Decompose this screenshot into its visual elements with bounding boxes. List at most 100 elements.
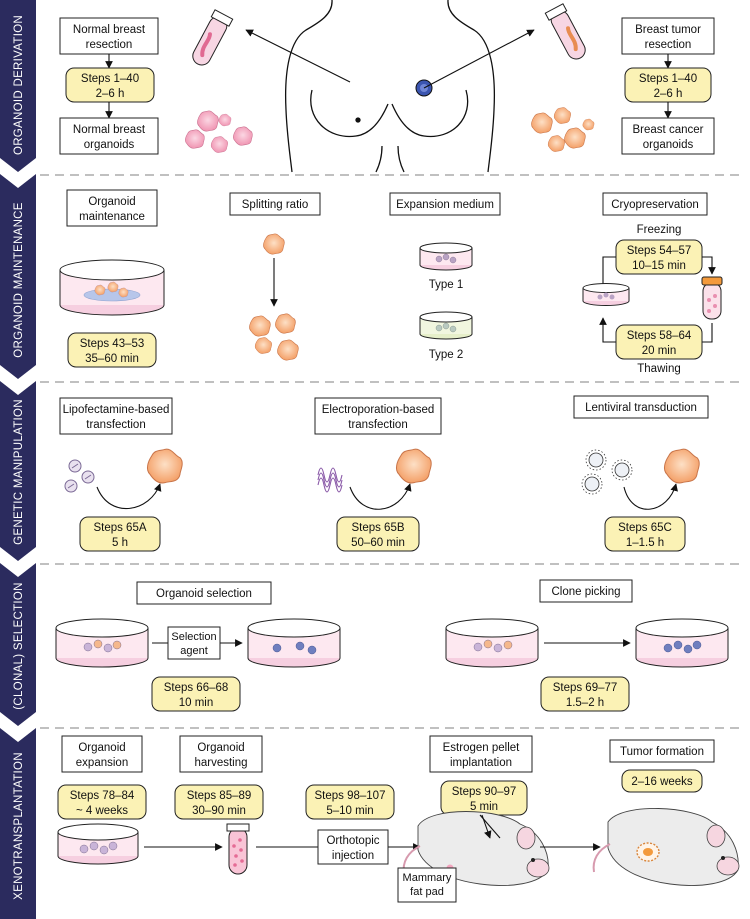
electro-label-1: Electroporation-based	[322, 404, 435, 416]
mammary-label-1: Mammary	[403, 872, 452, 884]
lenti-label: Lentiviral transduction	[585, 402, 697, 414]
freezing-steps-2: 10–15 min	[632, 260, 686, 272]
clone-steps-2: 1.5–2 h	[566, 697, 604, 709]
lipid-particles-icon	[64, 459, 95, 493]
tumor-resection-label-1: Breast tumor	[635, 24, 701, 36]
mouse-injection-icon	[402, 811, 550, 886]
lipo-label-1: Lipofectamine-based	[63, 404, 170, 416]
section-title-derivation: ORGANOID DERIVATION	[13, 15, 25, 155]
expansion-steps-2: ~ 4 weeks	[76, 805, 128, 817]
clone-picking-label: Clone picking	[551, 586, 620, 598]
lipo-steps-1: Steps 65A	[93, 522, 146, 534]
mammary-label-2: fat pad	[410, 886, 444, 898]
harvesting-label-1: Organoid	[197, 742, 244, 754]
estrogen-label-2: implantation	[450, 757, 512, 769]
electro-steps-1: Steps 65B	[351, 522, 404, 534]
expansion-dish-icon	[57, 823, 139, 865]
estrogen-steps-1: Steps 90–97	[452, 786, 517, 798]
cancer-organoids-label-2: organoids	[643, 139, 694, 151]
lipo-label-2: transfection	[86, 419, 145, 431]
normal-resection-label-2: resection	[86, 39, 133, 51]
expansion-steps-1: Steps 78–84	[70, 790, 135, 802]
derivation-section: Normal breast resection Steps 1–40 2–6 h…	[59, 0, 715, 173]
normal-organoids-label-2: organoids	[84, 139, 135, 151]
tumor-formation-label: Tumor formation	[620, 746, 704, 758]
tumor-steps-2: 2–6 h	[654, 88, 683, 100]
tumor-weeks-label: 2–16 weeks	[631, 776, 693, 788]
section-title-xeno: XENOTRANSPLANTATION	[13, 752, 25, 900]
genetic-section: Lipofectamine-based transfection Steps 6…	[59, 395, 709, 552]
selection-dish-before-icon	[55, 618, 149, 668]
type2-label: Type 2	[429, 349, 464, 361]
section-title-selection: (CLONAL) SELECTION	[13, 582, 25, 709]
section-title-maintenance: ORGANOID MAINTENANCE	[13, 202, 25, 358]
electro-label-2: transfection	[348, 419, 407, 431]
estrogen-label-1: Estrogen pellet	[443, 742, 521, 754]
thawing-steps-1: Steps 58–64	[627, 330, 692, 342]
electro-steps-2: 50–60 min	[351, 537, 405, 549]
thawing-label: Thawing	[637, 363, 680, 375]
maint-steps-2: 35–60 min	[85, 353, 139, 365]
selection-steps-2: 10 min	[179, 697, 214, 709]
tumor-steps-1: Steps 1–40	[639, 73, 697, 85]
orthotopic-label-1: Orthotopic	[326, 835, 379, 847]
cryovial-icon	[701, 276, 723, 320]
culture-dish-icon	[59, 259, 165, 316]
normal-steps-1: Steps 1–40	[81, 73, 139, 85]
organoid-maintenance-label-2: maintenance	[79, 211, 145, 223]
splitting-ratio-label: Splitting ratio	[242, 199, 308, 211]
freezing-label: Freezing	[637, 224, 682, 236]
cancer-organoids-label-1: Breast cancer	[633, 124, 704, 136]
normal-resection-label-1: Normal breast	[73, 24, 146, 36]
harvesting-steps-2: 30–90 min	[192, 805, 246, 817]
selection-agent-label-1: Selection	[171, 631, 216, 643]
cryopreservation-label: Cryopreservation	[611, 199, 699, 211]
section-dividers	[40, 174, 740, 729]
lipo-target-organoid-icon	[146, 448, 184, 484]
tumor-tissue-tube-icon	[544, 3, 586, 60]
tumor-resection-label-2: resection	[645, 39, 692, 51]
organoid-maintenance-label-1: Organoid	[88, 196, 135, 208]
clone-dish-before-icon	[445, 618, 539, 668]
type1-label: Type 1	[429, 279, 464, 291]
selection-dish-after-icon	[247, 618, 341, 668]
maintenance-section: Organoid maintenance Steps 43–53 35–60 m…	[59, 189, 723, 375]
thaw-dish-icon	[582, 283, 630, 306]
normal-tissue-tube-icon	[192, 9, 234, 66]
selection-section: Organoid selection Selection agent Steps…	[55, 579, 729, 712]
lenti-steps-1: Steps 65C	[618, 522, 672, 534]
lenti-steps-2: 1–1.5 h	[626, 537, 664, 549]
estrogen-steps-2: 5 min	[470, 801, 498, 813]
normal-organoids-icon	[184, 110, 253, 153]
harvesting-steps-1: Steps 85–89	[187, 790, 252, 802]
orthotopic-steps-2: 5–10 min	[326, 805, 373, 817]
electroporation-wave-icon	[317, 467, 343, 493]
normal-steps-2: 2–6 h	[96, 88, 125, 100]
harvesting-label-2: harvesting	[194, 757, 247, 769]
selection-agent-label-2: agent	[180, 645, 208, 657]
virus-particles-icon	[581, 449, 633, 495]
lipo-steps-2: 5 h	[112, 537, 128, 549]
normal-organoids-label-1: Normal breast	[73, 124, 146, 136]
lenti-target-organoid-icon	[663, 448, 701, 484]
type1-dish-icon	[419, 242, 473, 271]
thawing-steps-2: 20 min	[642, 345, 677, 357]
xeno-section: Organoid expansion Steps 78–84 ~ 4 weeks…	[57, 735, 740, 903]
patient-body-icon	[284, 0, 496, 173]
orthotopic-steps-1: Steps 98–107	[315, 790, 386, 802]
clone-dish-after-icon	[635, 618, 729, 668]
selection-steps-1: Steps 66–68	[164, 682, 229, 694]
organoid-selection-label: Organoid selection	[156, 588, 252, 600]
type2-dish-icon	[419, 311, 473, 340]
electro-target-organoid-icon	[395, 448, 433, 484]
freezing-steps-1: Steps 54–57	[627, 245, 692, 257]
expansion-label-1: Organoid	[78, 742, 125, 754]
cancer-organoids-icon	[530, 107, 595, 152]
maint-steps-1: Steps 43–53	[80, 338, 145, 350]
orthotopic-label-2: injection	[332, 850, 374, 862]
section-title-genetic: GENETIC MANIPULATION	[13, 399, 25, 545]
expansion-medium-label: Expansion medium	[396, 199, 494, 211]
mouse-tumor-icon	[592, 808, 740, 886]
